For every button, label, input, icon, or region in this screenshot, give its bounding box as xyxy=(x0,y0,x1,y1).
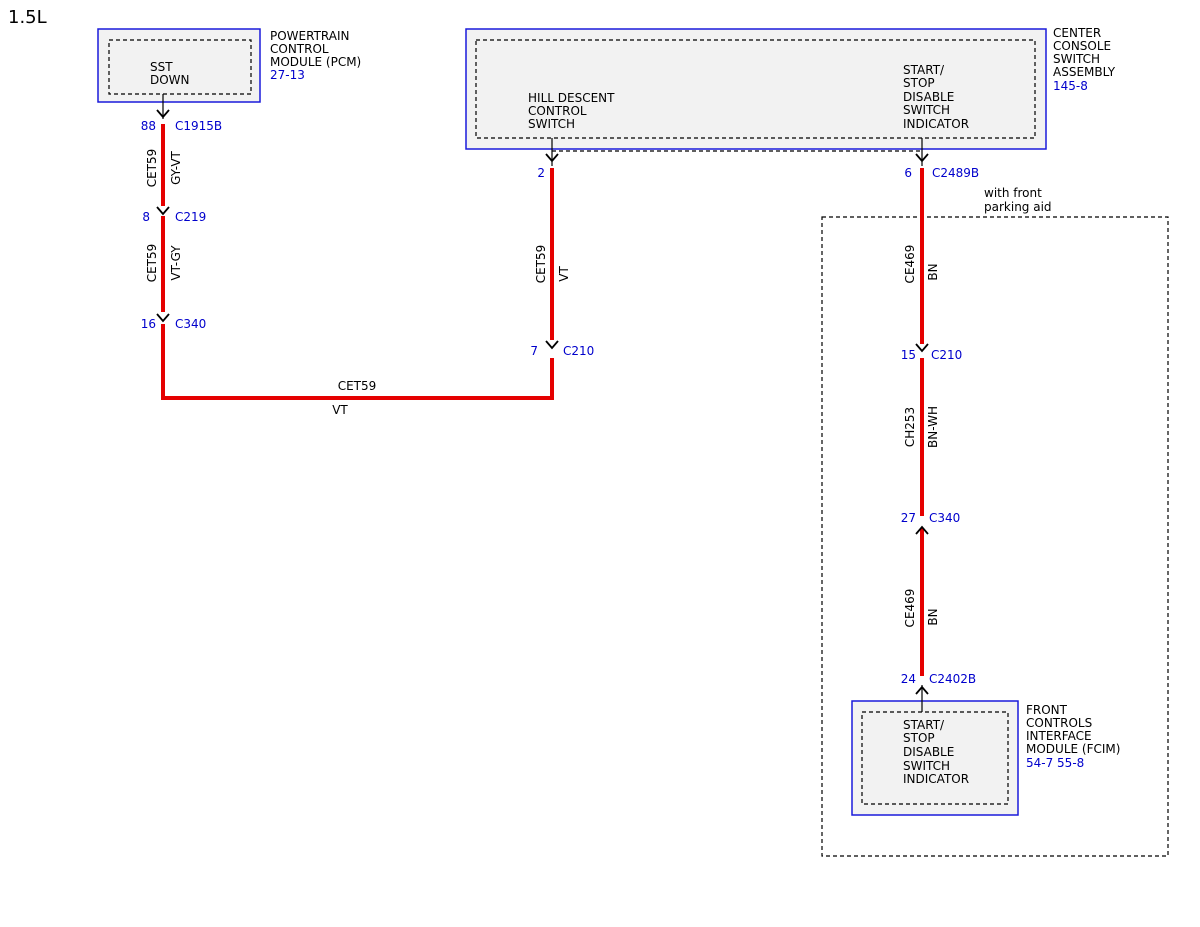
c1915b-name: C1915B xyxy=(175,119,222,133)
c219-chevron-icon xyxy=(156,206,170,216)
pcm-name-line3: MODULE (PCM) xyxy=(270,55,361,69)
ccsa-ssd-line2: STOP xyxy=(903,76,935,90)
fcim-name-line2: CONTROLS xyxy=(1026,716,1092,730)
w3-color: VT xyxy=(332,403,348,417)
c340-chevron-icon xyxy=(156,313,170,323)
ccsa-name-line2: CONSOLE xyxy=(1053,39,1111,53)
pcm-name-line2: CONTROL xyxy=(270,42,329,56)
c340-pin: 16 xyxy=(141,317,156,331)
c210-right-chevron-icon xyxy=(915,343,929,353)
c210-chevron-icon xyxy=(545,340,559,350)
ccsa-ssd-line4: SWITCH xyxy=(903,103,950,117)
hdc-pin: 2 xyxy=(537,166,545,180)
ccsa-name-line3: SWITCH xyxy=(1053,52,1100,66)
c2489b-chevron-icon xyxy=(915,153,929,163)
fcim-name-line1: FRONT xyxy=(1026,703,1068,717)
w6-circuit: CH253 xyxy=(903,407,917,447)
option-note-line2: parking aid xyxy=(984,200,1052,214)
center-console-switch-assembly: HILL DESCENT CONTROL SWITCH START/ STOP … xyxy=(465,26,1116,150)
front-parking-aid-option-box xyxy=(821,216,1169,857)
ccsa-name-line1: CENTER xyxy=(1053,26,1101,40)
wire-w3-w4 xyxy=(161,324,554,400)
w3-circuit: CET59 xyxy=(338,379,377,393)
fcim-function-box xyxy=(861,711,1009,805)
c210-right-name: C210 xyxy=(931,348,962,362)
fcim-name-line3: INTERFACE xyxy=(1026,729,1092,743)
ccsa-ssd-line3: DISABLE xyxy=(903,90,954,104)
c2489b-name: C2489B xyxy=(932,166,979,180)
w6-color: BN-WH xyxy=(926,406,940,448)
fcim-function-line4: SWITCH xyxy=(903,759,950,773)
fcim-name-line4: MODULE (FCIM) xyxy=(1026,742,1120,756)
w4-color: VT xyxy=(557,266,571,282)
ccsa-ssd-line1: START/ xyxy=(903,63,945,77)
ccsa-module-box xyxy=(465,28,1047,150)
c219-pin: 8 xyxy=(142,210,150,224)
fcim-function-line1: START/ xyxy=(903,718,945,732)
c340-right-pin: 27 xyxy=(901,511,916,525)
fcim-module: START/ STOP DISABLE SWITCH INDICATOR FRO… xyxy=(851,700,1120,816)
pcm-module: SST DOWN POWERTRAIN CONTROL MODULE (PCM)… xyxy=(97,28,361,103)
ccsa-name-line4: ASSEMBLY xyxy=(1053,65,1116,79)
pcm-function-box xyxy=(108,39,252,95)
c219-name: C219 xyxy=(175,210,206,224)
option-note-line1: with front xyxy=(984,186,1042,200)
pcm-function-line2: DOWN xyxy=(150,73,190,87)
c210-name: C210 xyxy=(563,344,594,358)
w2-color: VT-GY xyxy=(169,245,183,281)
fcim-page-ref: 54-7 55-8 xyxy=(1026,756,1084,770)
w7-circuit: CE469 xyxy=(903,589,917,628)
w2-circuit: CET59 xyxy=(145,244,159,283)
c340-right-name: C340 xyxy=(929,511,960,525)
c2489b-pin: 6 xyxy=(904,166,912,180)
c2402b-name: C2402B xyxy=(929,672,976,686)
hdc-label-line2: CONTROL xyxy=(528,104,587,118)
w1-color: GY-VT xyxy=(169,150,183,184)
pcm-name-line1: POWERTRAIN xyxy=(270,29,350,43)
c210-right-pin: 15 xyxy=(901,348,916,362)
diagram-title: 1.5L xyxy=(8,7,47,28)
fcim-function-line5: INDICATOR xyxy=(903,772,969,786)
hdc-pin2-chevron-icon xyxy=(545,153,559,163)
w1-circuit: CET59 xyxy=(145,149,159,188)
c340-name: C340 xyxy=(175,317,206,331)
pcm-module-box xyxy=(97,28,261,103)
c1915b-chevron-icon xyxy=(156,109,170,119)
pcm-page-ref: 27-13 xyxy=(270,68,305,82)
ccsa-ssd-line5: INDICATOR xyxy=(903,117,969,131)
w5-circuit: CE469 xyxy=(903,245,917,284)
hdc-label-line3: SWITCH xyxy=(528,117,575,131)
c2402b-pin: 24 xyxy=(901,672,916,686)
w4-circuit: CET59 xyxy=(534,245,548,284)
pcm-function-line1: SST xyxy=(150,60,173,74)
w5-color: BN xyxy=(926,263,940,280)
c210-pin: 7 xyxy=(530,344,538,358)
hdc-label-line1: HILL DESCENT xyxy=(528,91,615,105)
fcim-function-line2: STOP xyxy=(903,731,935,745)
w7-color: BN xyxy=(926,608,940,625)
c340-right-chevron-icon xyxy=(915,525,929,535)
fcim-module-box xyxy=(851,700,1019,816)
c2402b-chevron-icon xyxy=(915,685,929,695)
c1915b-pin: 88 xyxy=(141,119,156,133)
fcim-function-line3: DISABLE xyxy=(903,745,954,759)
ccsa-page-ref: 145-8 xyxy=(1053,79,1088,93)
